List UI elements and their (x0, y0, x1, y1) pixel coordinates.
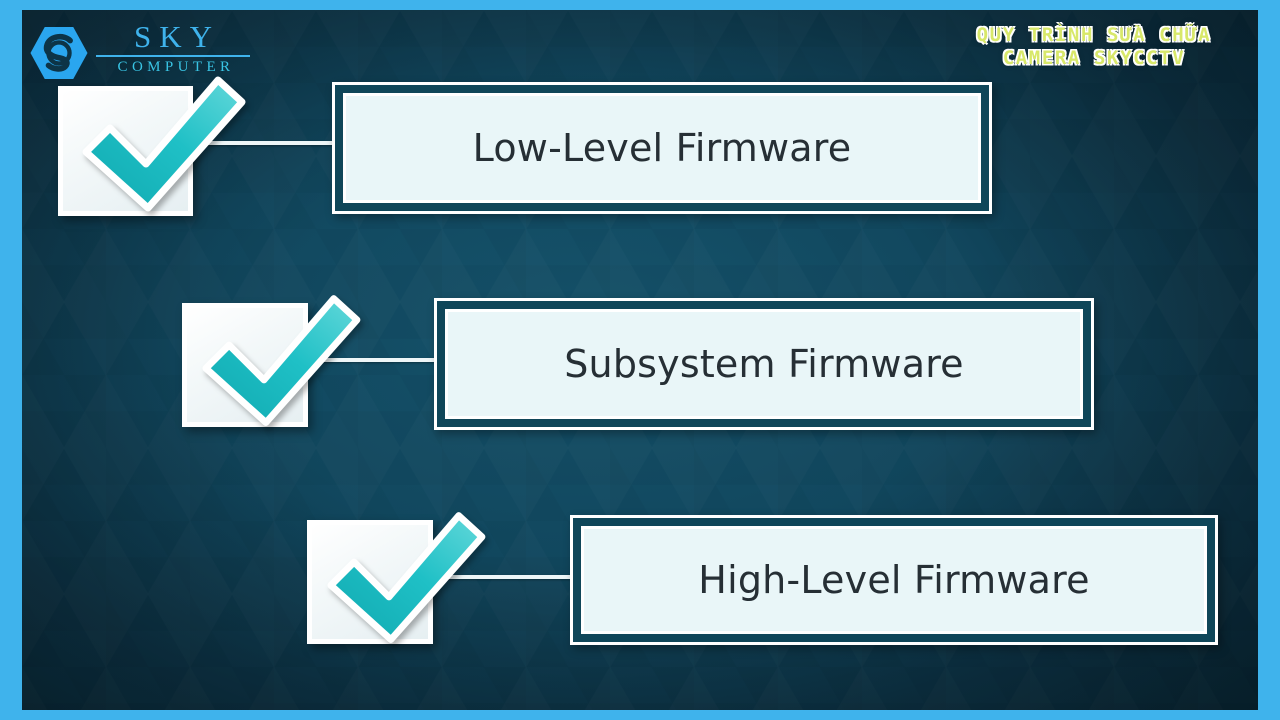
channel-watermark: QUY TRÌNH SỬA CHỮA CAMERA SKYCCTV (944, 24, 1244, 70)
connector-line-1 (177, 141, 337, 145)
label-box-low-level-firmware[interactable]: Low-Level Firmware (332, 82, 992, 214)
label-box-subsystem-firmware[interactable]: Subsystem Firmware (434, 298, 1094, 430)
logo-divider (96, 55, 250, 57)
check-mark-icon (327, 512, 486, 643)
logo-sky-text: SKY (133, 19, 220, 54)
label-text-subsystem-firmware: Subsystem Firmware (564, 342, 964, 386)
label-text-low-level-firmware: Low-Level Firmware (472, 126, 852, 170)
sky-hexagon-s-logo-icon (30, 26, 88, 80)
channel-watermark-line2: CAMERA SKYCCTV (1002, 47, 1186, 69)
check-mark-icon (82, 76, 246, 212)
channel-watermark-line1: QUY TRÌNH SỬA CHỮA (976, 24, 1212, 46)
sky-computer-logo: SKY COMPUTER (22, 10, 256, 92)
label-text-high-level-firmware: High-Level Firmware (698, 558, 1090, 602)
check-mark-icon (202, 295, 361, 426)
slide-content-area: suachuamaytinhdanang.com (22, 10, 1258, 710)
label-box-high-level-firmware[interactable]: High-Level Firmware (570, 515, 1218, 645)
connector-line-3 (427, 575, 592, 579)
logo-wordmark: SKY COMPUTER (94, 20, 254, 76)
connector-line-2 (302, 358, 467, 362)
logo-computer-text: COMPUTER (117, 59, 235, 75)
